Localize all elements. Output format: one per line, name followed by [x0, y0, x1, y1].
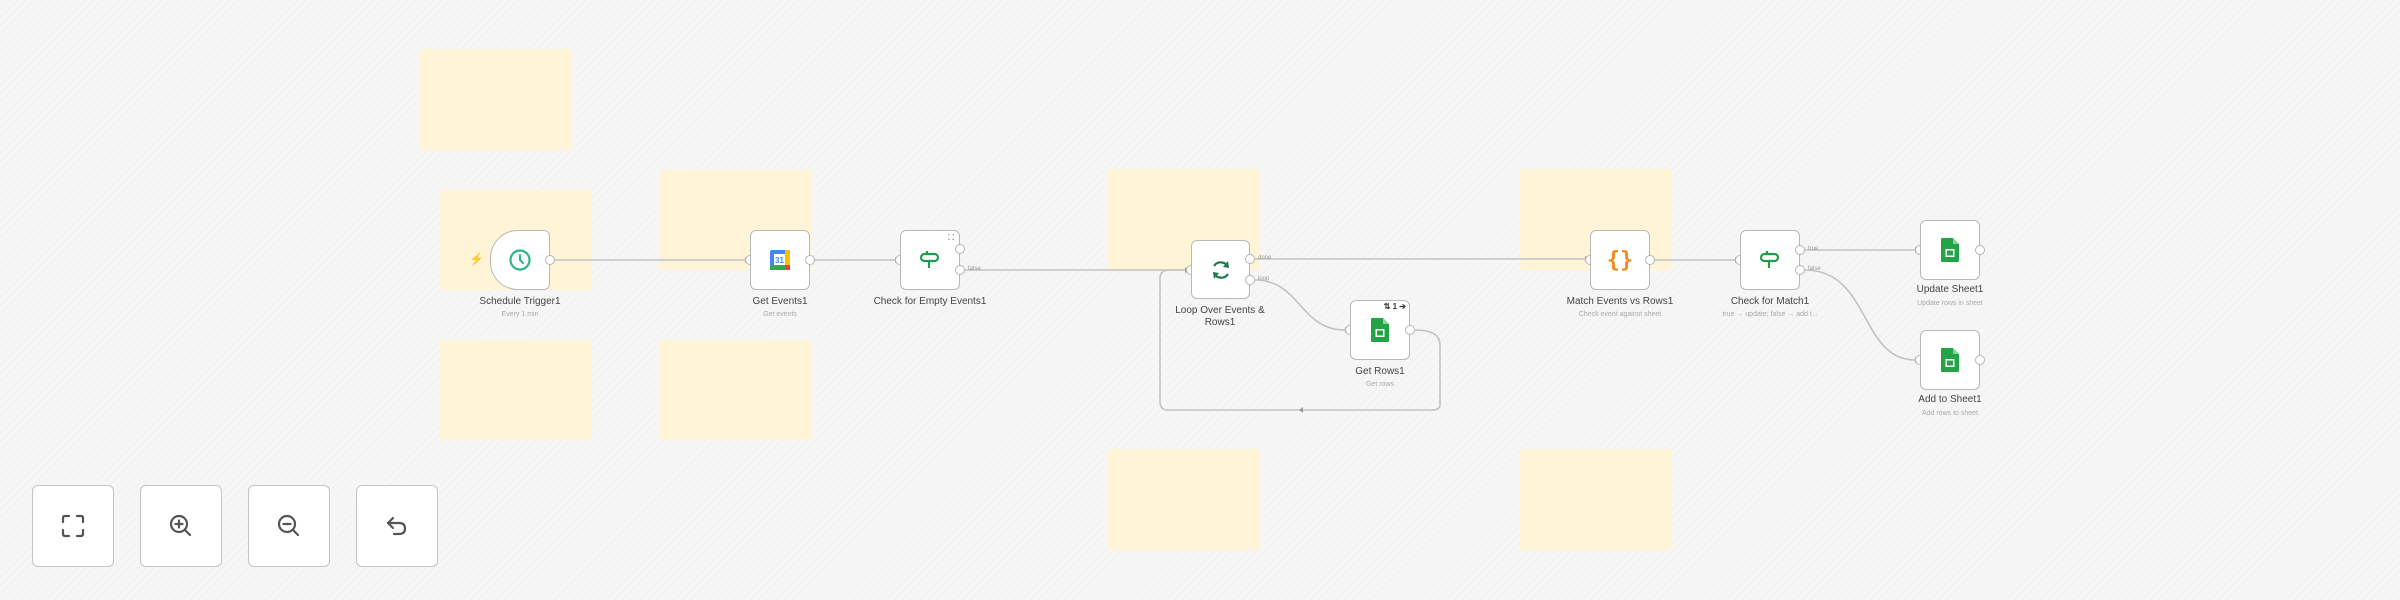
canvas-controls: [32, 485, 438, 567]
output-port-false[interactable]: [1795, 265, 1805, 275]
expand-icon[interactable]: ⛶: [948, 233, 954, 242]
node-loop-over-events[interactable]: [1191, 240, 1250, 299]
output-port[interactable]: [1405, 325, 1415, 335]
zoom-in-icon: [169, 514, 192, 537]
output-port[interactable]: [545, 255, 555, 265]
node-subtitle: Update rows in sheet: [1917, 300, 1983, 307]
node-subtitle: Get rows: [1365, 381, 1394, 388]
clock-icon: [509, 249, 531, 271]
output-port-true[interactable]: [1795, 245, 1805, 255]
google-sheets-icon: [1941, 348, 1959, 372]
node-label: Update Sheet1: [1916, 284, 1984, 295]
output-port-false[interactable]: [955, 265, 965, 275]
sticky-note[interactable]: [660, 340, 812, 440]
edge-label-false: false: [968, 266, 981, 272]
edge-label-loop: loop: [1258, 276, 1270, 282]
zoom-in-button[interactable]: [140, 485, 222, 567]
output-port[interactable]: [1975, 355, 1985, 365]
trigger-bolt-icon: ⚡: [469, 252, 484, 266]
google-sheets-icon: [1941, 238, 1959, 262]
fit-view-button[interactable]: [32, 485, 114, 567]
zoom-out-button[interactable]: [248, 485, 330, 567]
edge-label-false: false: [1808, 266, 1821, 272]
node-label-line1: Loop Over Events &: [1175, 305, 1265, 316]
sticky-note[interactable]: [440, 340, 592, 440]
code-braces-icon: {}: [1606, 247, 1634, 273]
sticky-note[interactable]: [420, 49, 572, 150]
node-subtitle: Every 1 min: [501, 311, 539, 318]
fit-view-icon: [61, 514, 85, 538]
node-subtitle: Add rows to sheet: [1921, 410, 1979, 417]
zoom-out-icon: [277, 514, 300, 537]
node-label: Check for Empty Events1: [873, 296, 987, 307]
node-match-events[interactable]: {}: [1590, 230, 1650, 290]
sticky-note[interactable]: [1520, 449, 1672, 550]
node-label: Match Events vs Rows1: [1566, 296, 1674, 307]
edge-label-true: true: [1808, 246, 1819, 252]
node-subtitle: Check event against sheet: [1578, 311, 1662, 318]
google-calendar-icon: 31: [770, 250, 790, 270]
google-sheets-icon: [1371, 318, 1389, 342]
loop-icon: [1212, 260, 1229, 279]
node-check-empty-events[interactable]: ⛶: [900, 230, 960, 290]
node-label: Check for Match1: [1730, 296, 1810, 307]
node-get-events[interactable]: 31: [750, 230, 810, 290]
node-label: Get Rows1: [1355, 366, 1405, 377]
node-label: Schedule Trigger1: [479, 296, 561, 307]
node-check-for-match[interactable]: [1740, 230, 1800, 290]
if-signpost-icon: [919, 251, 940, 268]
output-port-done[interactable]: [1245, 254, 1255, 264]
node-label: Add to Sheet1: [1918, 394, 1982, 405]
if-signpost-icon: [1759, 251, 1780, 268]
node-label-line2: Rows1: [1204, 317, 1236, 328]
output-port-loop[interactable]: [1245, 275, 1255, 285]
node-subtitle: Get events: [763, 311, 797, 318]
node-schedule-trigger[interactable]: [490, 230, 550, 290]
output-port[interactable]: [1645, 255, 1655, 265]
node-subtitle: true → update; false → add t...: [1722, 311, 1818, 318]
output-port-true[interactable]: [955, 244, 965, 254]
node-update-sheet[interactable]: [1920, 220, 1980, 280]
node-add-to-sheet[interactable]: [1920, 330, 1980, 390]
execution-badge: ⇅ 1 ➔: [1383, 302, 1406, 311]
node-get-rows[interactable]: ⇅ 1 ➔: [1350, 300, 1410, 360]
output-port[interactable]: [1975, 245, 1985, 255]
svg-text:31: 31: [775, 256, 784, 265]
output-port[interactable]: [805, 255, 815, 265]
undo-button[interactable]: [356, 485, 438, 567]
undo-icon: [386, 516, 407, 536]
edge-label-done: done: [1258, 255, 1272, 261]
sticky-note[interactable]: [1108, 449, 1260, 550]
node-label: Get Events1: [752, 296, 808, 307]
